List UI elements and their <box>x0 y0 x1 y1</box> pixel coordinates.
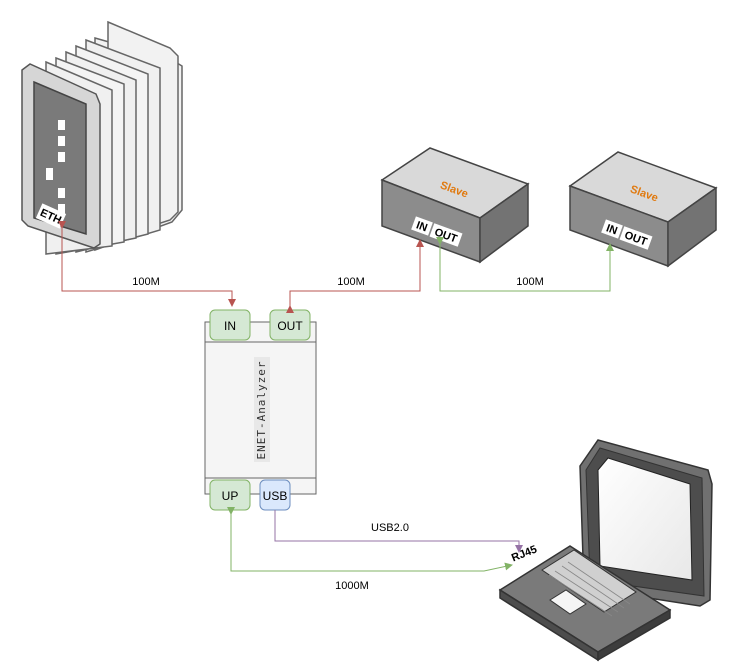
analyzer-title-bg <box>254 357 270 462</box>
port-out-label: OUT <box>277 319 303 333</box>
port-usb-label: USB <box>263 489 288 503</box>
link-usb-label: USB2.0 <box>371 522 409 534</box>
analyzer-title: ENET-Analyzer <box>255 360 268 459</box>
server-icon <box>21 20 183 255</box>
link-slave1-to-slave2 <box>436 237 614 292</box>
slave-device-2 <box>568 151 718 268</box>
link-up-label: 1000M <box>335 580 369 592</box>
link-up <box>227 507 513 572</box>
slave-1-in-label: IN <box>414 219 428 234</box>
slave-2-in-label: IN <box>604 222 618 237</box>
slave-2-in-bg <box>601 219 623 239</box>
link-out-to-slave1-label: 100M <box>337 276 365 288</box>
link-out-to-slave1 <box>286 239 424 313</box>
analyzer-port-in[interactable]: IN <box>209 309 251 341</box>
port-up-label: UP <box>222 489 239 503</box>
slave-2-out-bg <box>619 226 653 250</box>
slave-1-in-bg <box>411 216 433 236</box>
link-eth-to-in-label: 100M <box>132 276 160 288</box>
analyzer-port-out[interactable]: OUT <box>269 309 311 341</box>
rj45-tag-bg <box>504 538 544 568</box>
port-in-label: IN <box>224 319 236 333</box>
analyzer-port-up[interactable]: UP <box>209 479 251 511</box>
laptop-icon <box>498 439 713 662</box>
link-eth-to-in <box>58 221 236 307</box>
analyzer-port-usb[interactable]: USB <box>259 479 291 511</box>
link-slave1-to-slave2-label: 100M <box>516 276 544 288</box>
